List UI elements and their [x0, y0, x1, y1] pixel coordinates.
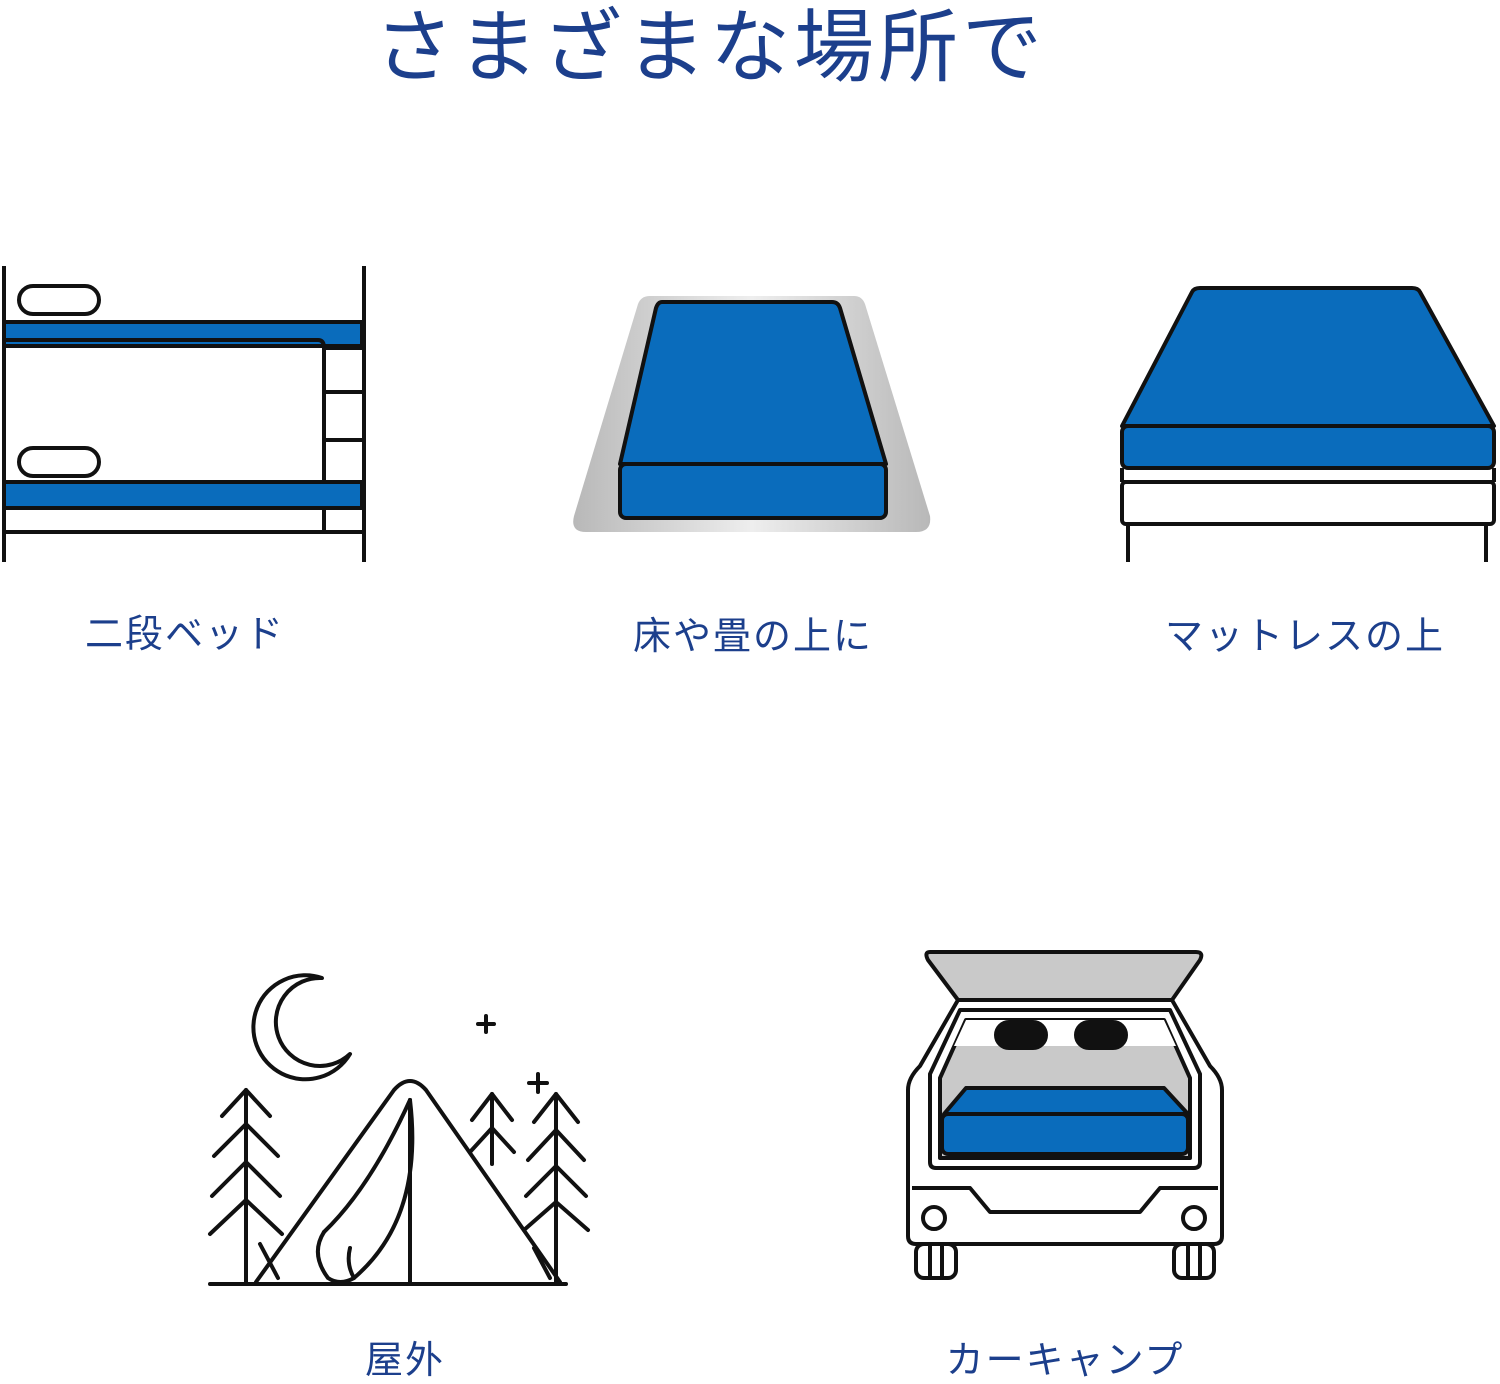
page-title: さまざまな場所で — [374, 1, 1046, 94]
label-floor: 床や畳の上に — [632, 614, 873, 658]
label-bunk-bed: 二段ベッド — [84, 612, 285, 656]
bunk-bed-icon — [2, 266, 366, 562]
mattress-on-bed-icon — [1120, 286, 1496, 562]
outdoor-camping-icon — [208, 973, 590, 1286]
label-car-camping: カーキャンプ — [945, 1338, 1185, 1382]
label-mattress: マットレスの上 — [1164, 614, 1445, 658]
floor-mattress-icon — [573, 296, 931, 532]
car-camping-icon — [906, 950, 1224, 1280]
label-outdoor: 屋外 — [364, 1338, 445, 1382]
